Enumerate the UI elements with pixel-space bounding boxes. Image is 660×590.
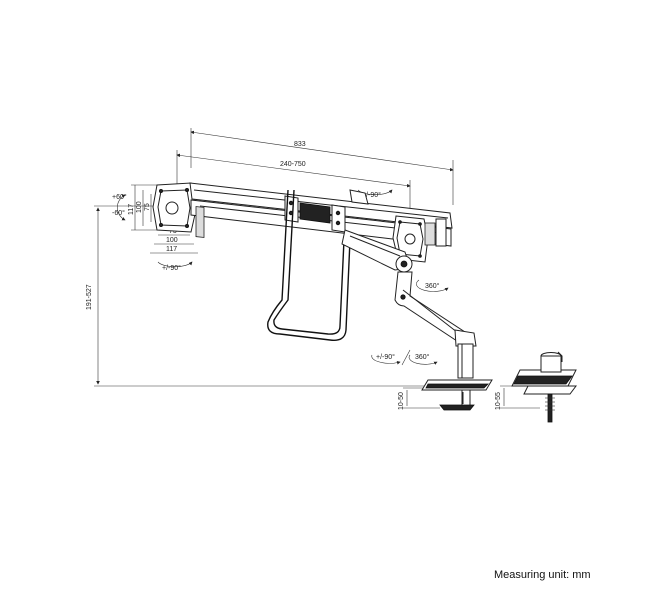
label-height: 191-527: [86, 284, 93, 310]
rotation-left-indicator: +/-90°: [157, 261, 193, 272]
desk-clamp: [421, 379, 493, 411]
label-rail-width: 240-750: [280, 161, 306, 168]
upper-arm: [341, 229, 413, 273]
label-vesa-100-horizontal: 100: [166, 237, 178, 244]
rotation-arm-swivel-indicator: 360°: [416, 279, 449, 292]
crossbar-rail: [189, 182, 453, 247]
label-total-width: 833: [294, 141, 306, 148]
grommet-mount: [511, 351, 577, 423]
dimension-vesa-vertical: 117 100 75: [128, 184, 160, 231]
label-tilt-down: -60°: [112, 209, 125, 217]
label-vesa-100-vertical: 100: [136, 201, 143, 213]
cable-loop-handle: [267, 189, 351, 341]
label-vesa-117-vertical: 117: [128, 204, 135, 215]
label-clamp-thickness: 10-50: [398, 392, 405, 410]
label-base-swivel: 360°: [415, 353, 430, 361]
label-vesa-75-horizontal: 75: [169, 228, 177, 235]
dimension-clamp-thickness: 10-50: [398, 387, 440, 410]
label-vesa-117-horizontal: 117: [166, 246, 177, 253]
dimension-vesa-horizontal: 75 100 117: [150, 228, 198, 254]
gas-spring-forearm: [394, 271, 477, 347]
left-vesa-plate: [152, 182, 197, 233]
rotation-tilt-indicator: +60° -60°: [112, 193, 127, 221]
label-tilt-up: +60°: [112, 193, 127, 201]
label-vesa-75-vertical: 75: [144, 203, 151, 211]
label-top-rotate: +/-90°: [362, 191, 381, 199]
rotation-base-indicator: +/-90° 360°: [371, 349, 438, 366]
dimension-rail-width: 240-750: [176, 150, 411, 210]
mounting-pole: [457, 343, 474, 379]
label-grommet-thickness: 10-55: [495, 392, 502, 410]
measuring-unit-note: Measuring unit: mm: [494, 569, 591, 581]
label-base-rotate: +/-90°: [376, 353, 395, 361]
label-arm-swivel: 360°: [425, 282, 440, 290]
label-left-rotate: +/-90°: [162, 264, 181, 272]
